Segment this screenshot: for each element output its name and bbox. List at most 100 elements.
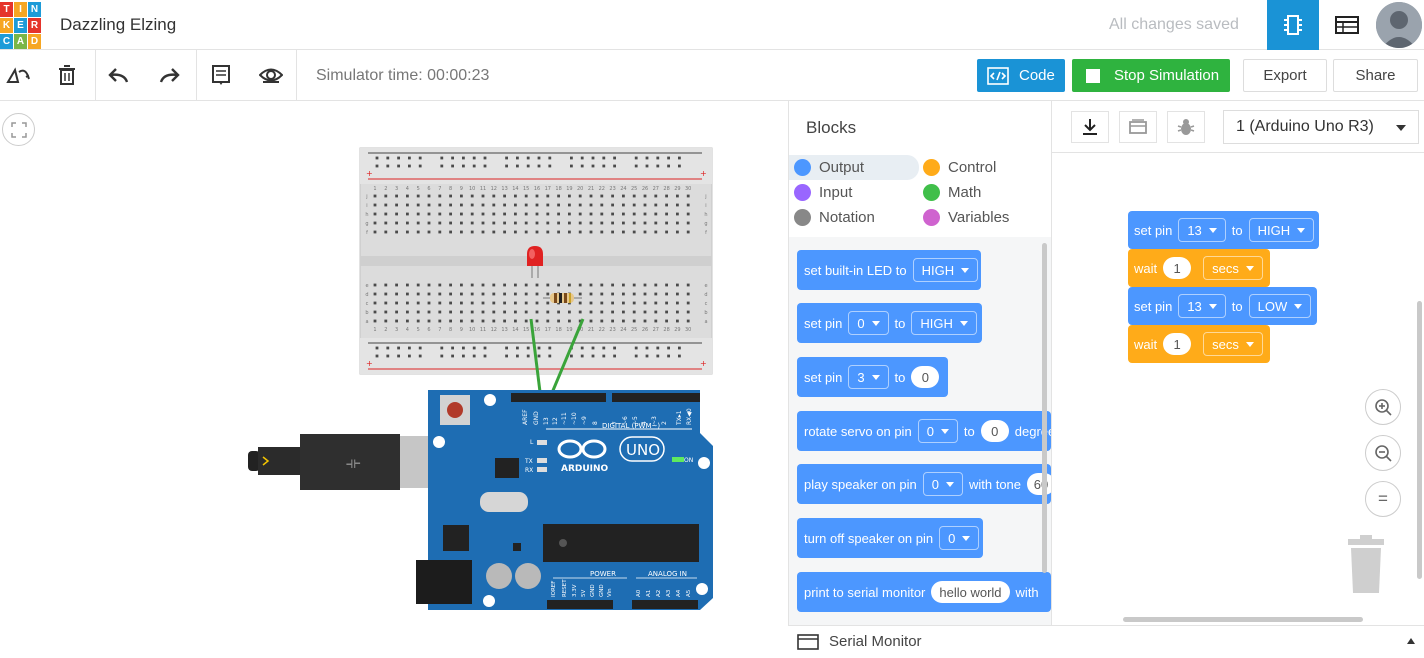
block-dropdown[interactable]: 0 [848,311,889,335]
block-print-serial[interactable]: print to serial monitor hello world with [797,572,1051,612]
arduino-pin-label: 7 [612,421,619,425]
category-input[interactable]: Input [794,180,852,205]
fit-view-button[interactable] [2,113,35,146]
category-label: Notation [819,209,875,226]
code-workspace[interactable]: 1 (Arduino Uno R3) set pin 13 to HIGH wa… [1051,101,1424,625]
breadboard-column-label: 7 [438,327,441,333]
breadboard-column-label: 24 [620,327,626,333]
block-number-input[interactable]: 60 [1027,473,1051,495]
block-number-input[interactable]: 1 [1163,333,1192,355]
block-dropdown[interactable]: secs [1203,256,1263,280]
code-block-set-pin-high[interactable]: set pin 13 to HIGH [1128,211,1319,249]
block-dropdown[interactable]: 0 [922,472,963,496]
logo-letter: N [28,2,41,17]
block-set-builtin-led[interactable]: set built-in LED to HIGH [797,250,981,290]
top-bar: T I N K E R C A D Dazzling Elzing All ch… [0,0,1424,50]
block-dropdown[interactable]: 13 [1178,294,1226,318]
block-set-pin-analog[interactable]: set pin 3 to 0 [797,357,948,397]
code-block-wait[interactable]: wait 1 secs [1128,325,1270,363]
share-button[interactable]: Share [1333,59,1418,92]
logo-letter: C [0,34,13,49]
control-dot [923,159,940,176]
trash-icon[interactable] [1346,535,1386,595]
libraries-button[interactable] [1119,111,1157,143]
code-button[interactable]: Code [977,59,1065,92]
block-number-input[interactable]: 0 [980,420,1009,442]
toolbar: Simulator time: 00:00:23 Code Stop Simul… [0,50,1424,101]
code-block-wait[interactable]: wait 1 secs [1128,249,1270,287]
usb-cable[interactable]: ⟛ [248,434,440,490]
code-horizontal-scrollbar[interactable] [1123,617,1363,622]
rotate-button[interactable] [5,62,31,88]
stop-simulation-button[interactable]: Stop Simulation [1072,59,1230,92]
red-led[interactable] [527,246,543,278]
project-title[interactable]: Dazzling Elzing [60,15,177,34]
component-list-button[interactable] [1321,0,1373,50]
download-code-button[interactable] [1071,111,1109,143]
block-dropdown[interactable]: 13 [1178,218,1226,242]
svg-text:⟛: ⟛ [346,453,361,472]
breadboard-column-label: 29 [674,186,680,192]
block-dropdown[interactable]: 0 [939,526,980,550]
block-turn-off-speaker[interactable]: turn off speaker on pin 0 [797,518,983,558]
block-text-input[interactable]: hello world [931,581,1010,603]
breadboard-row-label: c [705,301,708,307]
download-icon [1083,119,1097,135]
code-vertical-scrollbar[interactable] [1417,301,1422,579]
chevron-up-icon[interactable] [1407,638,1415,644]
zoom-reset-button[interactable]: = [1365,481,1401,517]
math-dot [923,184,940,201]
block-dropdown[interactable]: HIGH [912,258,979,282]
block-dropdown[interactable]: HIGH [911,311,977,335]
block-text: with [1015,584,1039,600]
category-control[interactable]: Control [923,155,996,180]
block-dropdown[interactable]: 0 [917,419,958,443]
breadboard-row-label: j [365,194,367,200]
block-play-speaker[interactable]: play speaker on pin 0 with tone 60 [797,464,1051,504]
avatar[interactable] [1376,2,1422,48]
block-dropdown[interactable]: HIGH [1248,218,1315,242]
category-output[interactable]: Output [789,155,919,180]
block-dropdown[interactable]: 3 [848,365,889,389]
category-math[interactable]: Math [923,180,981,205]
block-dropdown[interactable]: LOW [1248,294,1312,318]
category-label: Control [948,159,997,176]
circuit-view-button[interactable] [1267,0,1319,50]
debugger-button[interactable] [1167,111,1205,143]
power-label: POWER [590,570,616,578]
notes-button[interactable] [208,62,234,88]
code-label: Code [1019,67,1055,84]
block-text: degrees [1014,423,1051,439]
delete-button[interactable] [54,62,80,88]
export-button[interactable]: Export [1243,59,1327,92]
block-set-pin-digital[interactable]: set pin 0 to HIGH [797,303,982,343]
breadboard-column-label: 5 [417,327,420,333]
block-number-input[interactable]: 1 [1163,257,1192,279]
category-notation[interactable]: Notation [794,205,875,230]
tx-label: TX [524,458,533,465]
redo-button[interactable] [156,62,182,88]
tinkercad-logo[interactable]: T I N K E R C A D [0,0,41,49]
board-select[interactable]: 1 (Arduino Uno R3) [1223,110,1419,144]
block-text: to [894,315,906,331]
palette-scrollbar[interactable] [1042,243,1047,573]
resistor[interactable] [543,293,582,303]
code-block-set-pin-low[interactable]: set pin 13 to LOW [1128,287,1317,325]
zoom-in-button[interactable] [1365,389,1401,425]
breadboard-row-label: i [366,203,367,209]
block-rotate-servo[interactable]: rotate servo on pin 0 to 0 degrees [797,411,1051,451]
visibility-button[interactable] [258,62,284,88]
breadboard-column-label: 4 [406,186,409,192]
serial-monitor-bar[interactable]: Serial Monitor [788,625,1424,658]
breadboard-column-label: 8 [449,186,452,192]
breadboard-column-label: 20 [577,186,583,192]
category-variables[interactable]: Variables [923,205,1009,230]
wires[interactable] [529,318,585,401]
zoom-out-button[interactable] [1365,435,1401,471]
breadboard-row-label: d [704,292,707,298]
block-number-input[interactable]: 0 [911,366,940,388]
block-dropdown[interactable]: secs [1203,332,1263,356]
undo-button[interactable] [106,62,132,88]
